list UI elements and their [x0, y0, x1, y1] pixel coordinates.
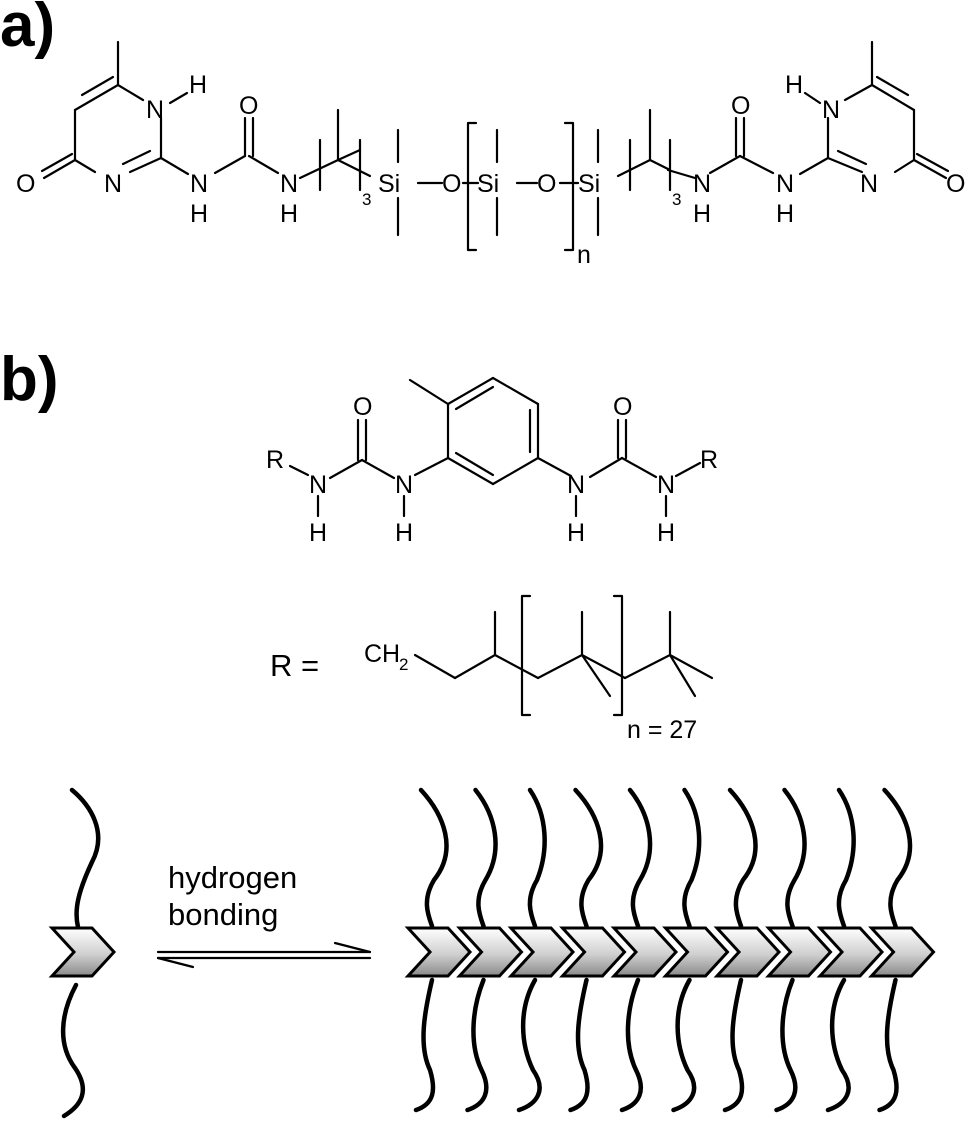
atom-h: H: [309, 519, 327, 547]
atom-r: R: [266, 446, 284, 474]
panel-a-label: a): [0, 0, 55, 60]
polymer-chain: [568, 977, 590, 1113]
chevron-icon: [50, 926, 116, 978]
polymer-chain: [836, 787, 856, 929]
atom-h: H: [657, 519, 675, 547]
atom-o: O: [731, 92, 750, 120]
r-definition-label: R =: [270, 648, 319, 683]
polymer-chain: [825, 977, 851, 1113]
monomer-schematic: [50, 787, 116, 1119]
polymer-chain: [516, 977, 542, 1113]
polymer-chain: [627, 787, 653, 929]
polymer-chain: [882, 787, 913, 929]
equilibrium-arrows: [156, 941, 372, 969]
polymer-chain: [573, 787, 604, 929]
atom-n: N: [860, 170, 878, 198]
polymer-chain: [527, 787, 547, 929]
polymer-chain: [473, 787, 498, 929]
atom-r: R: [700, 446, 718, 474]
polymer-chain: [671, 977, 697, 1113]
atom-o: O: [442, 170, 461, 198]
atom-h: H: [776, 200, 794, 228]
atom-o: O: [537, 170, 556, 198]
atom-n: N: [395, 471, 413, 499]
atom-n: N: [280, 170, 298, 198]
supramolecular-stack: [406, 787, 935, 1113]
repeat-n: n: [577, 241, 591, 269]
atom-h: H: [189, 71, 207, 99]
atom-si: Si: [477, 170, 499, 198]
atom-o: O: [16, 170, 35, 198]
atom-h: H: [190, 200, 208, 228]
hydrogen-bonding-label-line2: bonding: [168, 897, 278, 932]
atom-h: H: [567, 519, 585, 547]
atom-n: N: [146, 96, 164, 124]
polymer-chain: [619, 977, 643, 1113]
polymer-chain: [877, 977, 899, 1113]
polymer-chain: [413, 977, 436, 1113]
atom-h: H: [280, 200, 298, 228]
atom-o: O: [613, 393, 632, 421]
subscript-3: 3: [362, 190, 371, 209]
polymer-chain: [69, 787, 101, 930]
atom-h: H: [785, 71, 803, 99]
polymer-chain: [774, 977, 798, 1113]
atom-h: H: [395, 519, 413, 547]
atom-si: Si: [378, 170, 400, 198]
polymer-chain: [727, 787, 758, 929]
atom-n: N: [822, 96, 840, 124]
subscript-2: 2: [399, 655, 408, 674]
chevron-icon: [406, 926, 472, 978]
structure-b-bonds: [288, 376, 714, 717]
atom-si: Si: [578, 170, 600, 198]
atom-o: O: [353, 393, 372, 421]
polymer-chain: [782, 787, 807, 929]
atom-n: N: [190, 170, 208, 198]
atom-n: N: [309, 471, 327, 499]
atom-o: O: [239, 92, 258, 120]
structure-b-atoms: R N H O N H N H O N H R R = CH 2 n = 27: [266, 393, 718, 744]
panel-b-label: b): [0, 345, 59, 414]
polymer-chain: [418, 787, 449, 929]
repeat-count-label: n = 27: [627, 716, 697, 744]
atom-ch: CH: [364, 640, 400, 668]
atom-n: N: [567, 471, 585, 499]
polymer-chain: [722, 977, 745, 1113]
polymer-chain: [682, 787, 702, 929]
structure-a-bonds: [40, 40, 950, 252]
structure-a-atoms: N H O N N H O N H 3 Si O Si O n Si 3 N H…: [16, 71, 965, 269]
hydrogen-bonding-label-line1: hydrogen: [168, 860, 297, 895]
atom-n: N: [657, 471, 675, 499]
subscript-3: 3: [672, 190, 681, 209]
atom-n: N: [693, 170, 711, 198]
polymer-chain: [60, 982, 86, 1119]
atom-h: H: [693, 200, 711, 228]
polymer-chain: [465, 977, 489, 1113]
atom-n: N: [104, 170, 122, 198]
atom-n: N: [776, 170, 794, 198]
atom-o: O: [946, 170, 965, 198]
